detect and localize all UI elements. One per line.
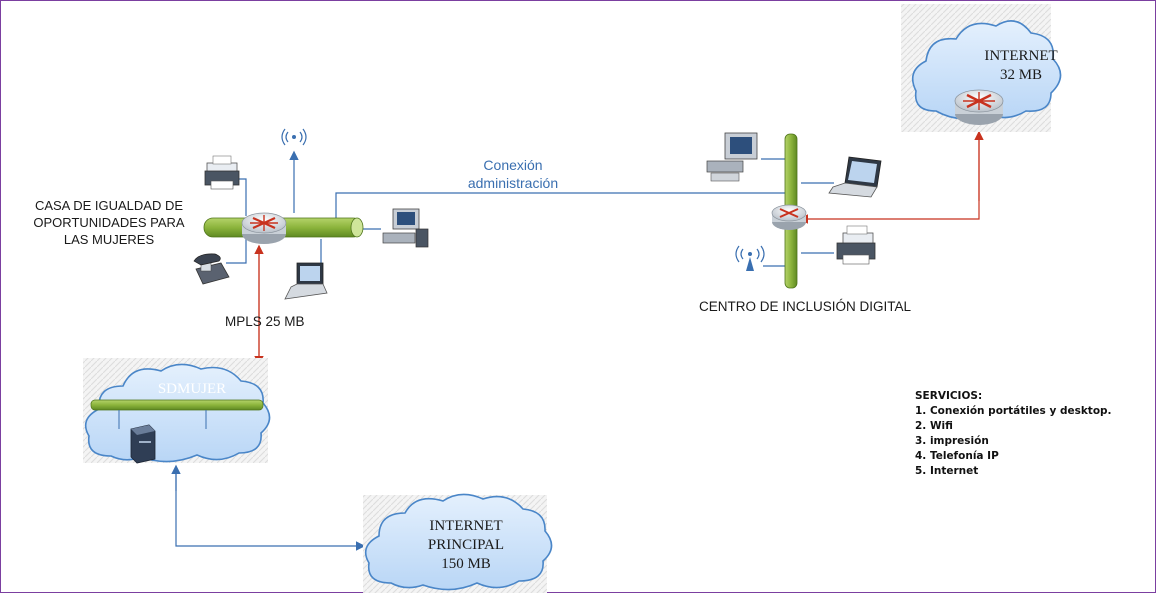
sdmujer-cloud-icon xyxy=(83,358,271,463)
servicio-item: 2. Wifi xyxy=(915,420,953,432)
laptop-icon-casa xyxy=(284,262,328,300)
pc-icon-casa xyxy=(382,208,429,248)
pc-icon-centro xyxy=(706,132,758,182)
servicios-box: SERVICIOS: 1. Conexión portátiles y desk… xyxy=(915,389,1150,479)
internet-router-icon xyxy=(954,89,1004,125)
internet-principal-label: INTERNET PRINCIPAL 150 MB xyxy=(427,518,505,572)
laptop-icon-centro xyxy=(828,156,882,198)
wifi-icon-centro xyxy=(735,245,765,271)
casa-label: CASA DE IGUALDAD DE OPORTUNIDADES PARA L… xyxy=(33,198,185,247)
casa-router-icon xyxy=(241,212,287,244)
servicios-title: SERVICIOS: xyxy=(915,390,983,402)
admin-link xyxy=(335,192,789,223)
links xyxy=(171,129,984,551)
internet-32mb-label: INTERNET 32 MB xyxy=(984,48,1058,83)
mpls-label: MPLS 25 MB xyxy=(225,314,305,329)
centro-router-icon xyxy=(771,204,807,230)
internet-principal-cloud-icon xyxy=(363,493,553,593)
sdmujer-internet-link xyxy=(175,471,366,551)
sdmujer-bus xyxy=(90,399,264,429)
internet32-link xyxy=(798,129,980,224)
phone-link-casa xyxy=(226,239,247,264)
servicio-item: 4. Telefonía IP xyxy=(915,450,999,462)
server-icon-sdmujer xyxy=(130,424,156,464)
centro-label: CENTRO DE INCLUSIÓN DIGITAL xyxy=(699,299,912,314)
phone-icon-casa xyxy=(193,253,230,285)
servicio-item: 3. impresión xyxy=(915,435,989,447)
conexion-label: Conexión administración xyxy=(467,157,559,191)
wifi-icon-casa xyxy=(281,128,307,146)
servicio-item: 1. Conexión portátiles y desktop. xyxy=(915,405,1112,417)
printer-icon-casa xyxy=(204,155,240,190)
printer-icon-centro xyxy=(836,225,876,265)
servicio-item: 5. Internet xyxy=(915,465,979,477)
internet-32mb-cloud-icon xyxy=(901,4,1062,132)
sdmujer-label: SDMUJER xyxy=(157,381,227,397)
